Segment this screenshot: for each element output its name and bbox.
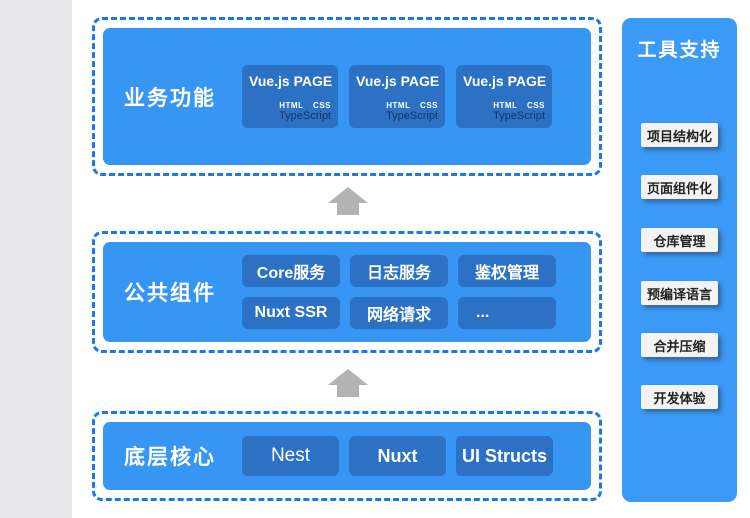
core-chip-row: Nest Nuxt UI Structs bbox=[242, 436, 553, 476]
vue-page-card: Vue.js PAGE HTML CSS TypeScript bbox=[456, 65, 552, 128]
core-chip: UI Structs bbox=[456, 436, 553, 476]
card-tags: HTML CSS bbox=[356, 101, 438, 110]
component-chip: 日志服务 bbox=[350, 255, 448, 287]
card-title: Vue.js PAGE bbox=[463, 73, 547, 89]
vue-page-card: Vue.js PAGE HTML CSS TypeScript bbox=[242, 65, 338, 128]
component-chip-grid: Core服务 日志服务 鉴权管理 Nuxt SSR 网络请求 ... bbox=[242, 255, 556, 329]
core-chip: Nest bbox=[242, 436, 339, 476]
sidebar-title: 工具支持 bbox=[637, 40, 722, 61]
core-chip: Nuxt bbox=[349, 436, 446, 476]
left-gutter bbox=[0, 0, 72, 518]
core-layer-label: 底层核心 bbox=[124, 446, 216, 469]
html-tag: HTML bbox=[279, 101, 304, 110]
html-tag: HTML bbox=[493, 101, 518, 110]
card-title: Vue.js PAGE bbox=[249, 73, 333, 89]
component-chip: Nuxt SSR bbox=[242, 297, 340, 329]
up-arrow-icon bbox=[328, 369, 368, 397]
common-components-label: 公共组件 bbox=[124, 282, 216, 305]
tool-badge: 合并压缩 bbox=[641, 333, 718, 357]
tool-badge: 页面组件化 bbox=[641, 175, 718, 199]
vue-page-card: Vue.js PAGE HTML CSS TypeScript bbox=[349, 65, 445, 128]
card-title: Vue.js PAGE bbox=[356, 73, 440, 89]
vue-card-group: Vue.js PAGE HTML CSS TypeScript Vue.js P… bbox=[242, 65, 552, 128]
card-subtitle: TypeScript bbox=[493, 110, 545, 122]
common-components-panel: 公共组件 Core服务 日志服务 鉴权管理 Nuxt SSR 网络请求 ... bbox=[103, 242, 591, 342]
html-tag: HTML bbox=[386, 101, 411, 110]
component-chip: 鉴权管理 bbox=[458, 255, 556, 287]
card-tags: HTML CSS bbox=[463, 101, 545, 110]
card-tags: HTML CSS bbox=[249, 101, 331, 110]
css-tag: CSS bbox=[313, 101, 331, 110]
card-subtitle: TypeScript bbox=[386, 110, 438, 122]
tool-badge: 项目结构化 bbox=[641, 123, 718, 147]
tool-support-sidebar: 工具支持 项目结构化 页面组件化 仓库管理 预编译语言 合并压缩 开发体验 bbox=[622, 18, 737, 502]
css-tag: CSS bbox=[420, 101, 438, 110]
card-subtitle: TypeScript bbox=[279, 110, 331, 122]
tool-badge: 开发体验 bbox=[641, 385, 718, 409]
common-components-layer: 公共组件 Core服务 日志服务 鉴权管理 Nuxt SSR 网络请求 ... bbox=[92, 231, 602, 353]
component-chip: 网络请求 bbox=[350, 297, 448, 329]
core-layer-panel: 底层核心 Nest Nuxt UI Structs bbox=[103, 422, 591, 490]
business-layer-panel: 业务功能 Vue.js PAGE HTML CSS TypeScript Vue… bbox=[103, 28, 591, 165]
up-arrow-icon bbox=[328, 187, 368, 215]
core-layer: 底层核心 Nest Nuxt UI Structs bbox=[92, 411, 602, 501]
tool-badge: 仓库管理 bbox=[641, 228, 718, 252]
component-chip: ... bbox=[458, 297, 556, 329]
business-layer: 业务功能 Vue.js PAGE HTML CSS TypeScript Vue… bbox=[92, 17, 602, 176]
component-chip: Core服务 bbox=[242, 255, 340, 287]
tool-badge: 预编译语言 bbox=[641, 281, 718, 305]
business-layer-label: 业务功能 bbox=[124, 86, 216, 110]
css-tag: CSS bbox=[527, 101, 545, 110]
